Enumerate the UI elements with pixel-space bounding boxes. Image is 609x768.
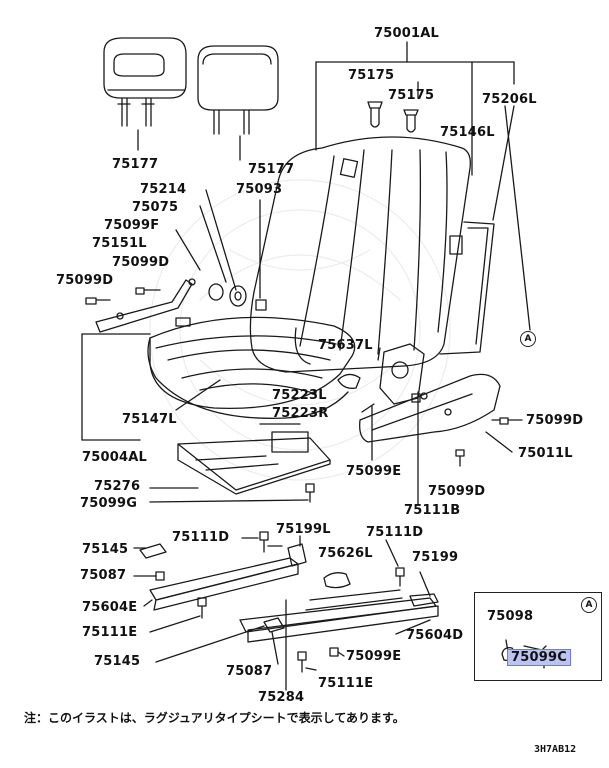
seat-rails	[139, 543, 439, 643]
part-label-75099E-b: 75099E	[346, 649, 402, 664]
part-label-75111E-b: 75111E	[318, 676, 374, 691]
part-label-75111E-a: 75111E	[82, 625, 138, 640]
recliner-lever-left	[95, 278, 196, 333]
part-label-75001AL: 75001AL	[374, 26, 439, 41]
part-label-75151L: 75151L	[92, 236, 147, 251]
part-label-75098: 75098	[487, 609, 534, 624]
part-label-75111B: 75111B	[404, 503, 461, 518]
inset-marker-a: A	[581, 597, 597, 613]
part-label-75284: 75284	[258, 690, 305, 705]
part-label-75145-b: 75145	[94, 654, 141, 669]
headrest-right	[197, 45, 279, 135]
seat-back	[249, 136, 471, 373]
part-label-75175-b: 75175	[388, 88, 435, 103]
part-label-75604E: 75604E	[82, 600, 138, 615]
bolts-left	[85, 287, 161, 305]
seat-side-frame	[359, 373, 501, 505]
part-label-75177-a: 75177	[112, 157, 159, 172]
part-label-75223L: 75223L	[272, 388, 327, 403]
figure-code: 3H7AB12	[534, 744, 577, 755]
callout-marker-a: A	[520, 331, 536, 347]
part-label-75093: 75093	[236, 182, 283, 197]
part-label-75087-a: 75087	[80, 568, 127, 583]
part-label-75604D: 75604D	[406, 628, 464, 643]
part-label-75206L: 75206L	[482, 92, 537, 107]
rail-bolts	[197, 483, 405, 673]
inset-detail-a: A 75098 75099C	[474, 592, 602, 681]
headrest-left	[103, 37, 187, 127]
leader-lines	[81, 333, 513, 691]
part-label-75099D-b: 75099D	[56, 273, 114, 288]
part-label-75199: 75199	[412, 550, 459, 565]
part-label-75177-b: 75177	[248, 162, 295, 177]
part-label-75099C[interactable]: 75099C	[507, 649, 571, 666]
bolts-right	[411, 393, 523, 467]
part-label-75099G: 75099G	[80, 496, 138, 511]
part-label-75011L: 75011L	[518, 446, 573, 461]
illustration-note: 注：このイラストは、ラグジュアリタイプシートで表示してあります。	[24, 711, 405, 725]
clip-75175	[367, 101, 419, 133]
part-label-75626L: 75626L	[318, 546, 373, 561]
part-label-75145-a: 75145	[82, 542, 129, 557]
part-label-75175-a: 75175	[348, 68, 395, 83]
part-label-75111D-a: 75111D	[172, 530, 230, 545]
part-label-75099E: 75099E	[346, 464, 402, 479]
washers	[208, 283, 267, 311]
part-label-75111D-b: 75111D	[366, 525, 424, 540]
seat-cushion	[147, 316, 356, 419]
part-label-75214: 75214	[140, 182, 187, 197]
part-label-75099D-d: 75099D	[428, 484, 486, 499]
part-label-75099D-a: 75099D	[112, 255, 170, 270]
part-label-75276: 75276	[94, 479, 141, 494]
seat-back-board	[439, 221, 495, 355]
part-label-75099D-c: 75099D	[526, 413, 584, 428]
part-label-75199L: 75199L	[276, 522, 331, 537]
part-label-75087-b: 75087	[226, 664, 273, 679]
part-label-75004AL: 75004AL	[82, 450, 147, 465]
watermark	[149, 179, 451, 481]
part-label-75146L: 75146L	[440, 125, 495, 140]
part-label-75075: 75075	[132, 200, 179, 215]
part-label-75147L: 75147L	[122, 412, 177, 427]
part-label-75223R: 75223R	[272, 406, 329, 421]
part-label-75099F: 75099F	[104, 218, 160, 233]
seat-pan	[177, 431, 331, 495]
part-label-75637L: 75637L	[318, 338, 373, 353]
